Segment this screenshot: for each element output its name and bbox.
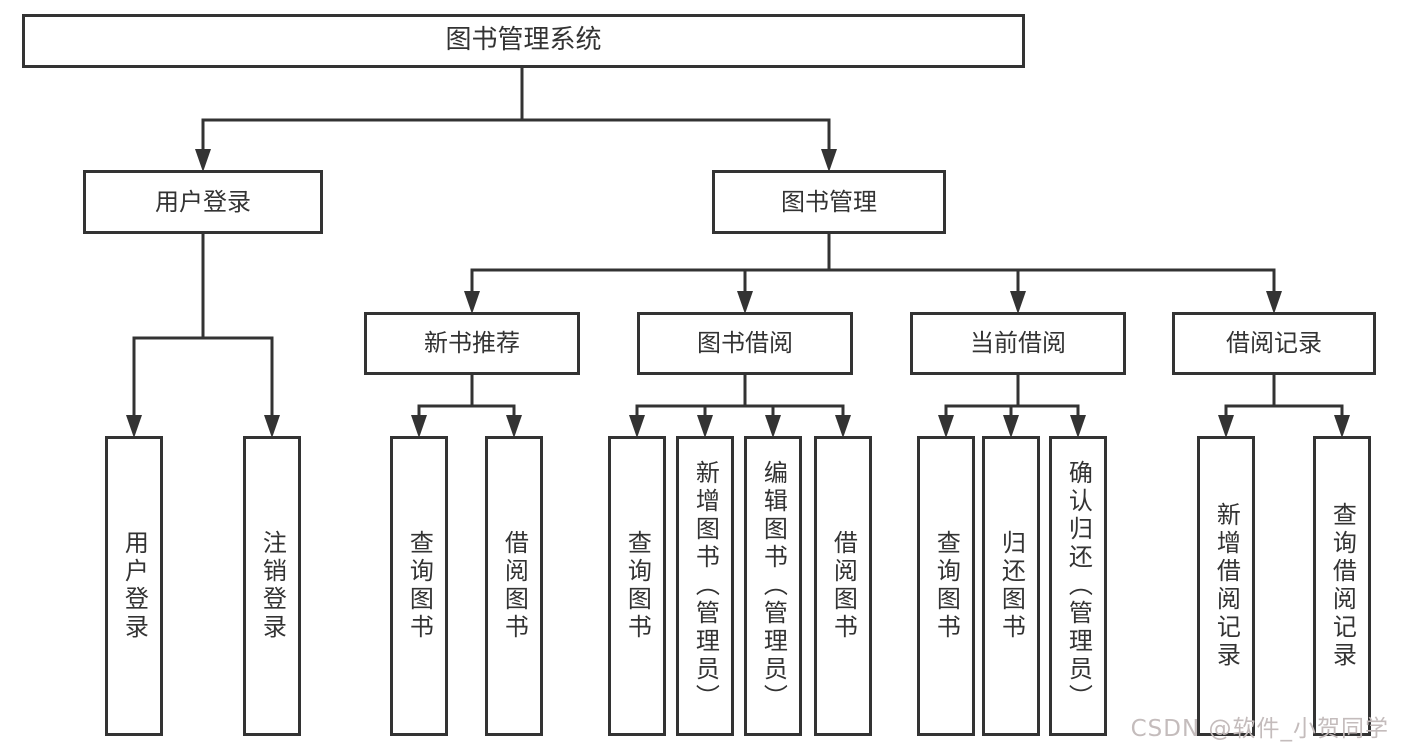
leaf-borrow-edit-admin: 编辑图书（管理员） [744,436,802,736]
node-new-book-recommend: 新书推荐 [364,312,580,375]
leaf-current-return: 归还图书 [982,436,1040,736]
leaf-borrow-add-admin: 新增图书（管理员） [676,436,734,736]
leaf-current-confirm-admin: 确认归还（管理员） [1049,436,1107,736]
connector-new-books-children [411,373,522,438]
leaf-logout: 注销登录 [243,436,301,736]
leaf-newbooks-borrow: 借阅图书 [485,436,543,736]
leaf-records-query: 查询借阅记录 [1313,436,1371,736]
connector-book-borrow-children [629,373,851,438]
connector-book-mgmt-children [464,232,1282,314]
connector-borrow-records-children [1218,373,1350,438]
connector-current-borrow-children [938,373,1086,438]
node-book-borrow: 图书借阅 [637,312,853,375]
node-root: 图书管理系统 [22,14,1025,68]
node-borrow-records: 借阅记录 [1172,312,1376,375]
connector-root-to-level2 [195,66,837,172]
csdn-watermark: CSDN @软件_小贺同学 [1130,716,1389,742]
leaf-borrow-borrow: 借阅图书 [814,436,872,736]
leaf-newbooks-query: 查询图书 [390,436,448,736]
node-user-login: 用户登录 [83,170,323,234]
leaf-records-add: 新增借阅记录 [1197,436,1255,736]
leaf-user-login: 用户登录 [105,436,163,736]
connector-user-login-children [126,232,280,438]
leaf-current-query: 查询图书 [917,436,975,736]
node-book-management: 图书管理 [712,170,946,234]
leaf-borrow-query: 查询图书 [608,436,666,736]
node-current-borrow: 当前借阅 [910,312,1126,375]
